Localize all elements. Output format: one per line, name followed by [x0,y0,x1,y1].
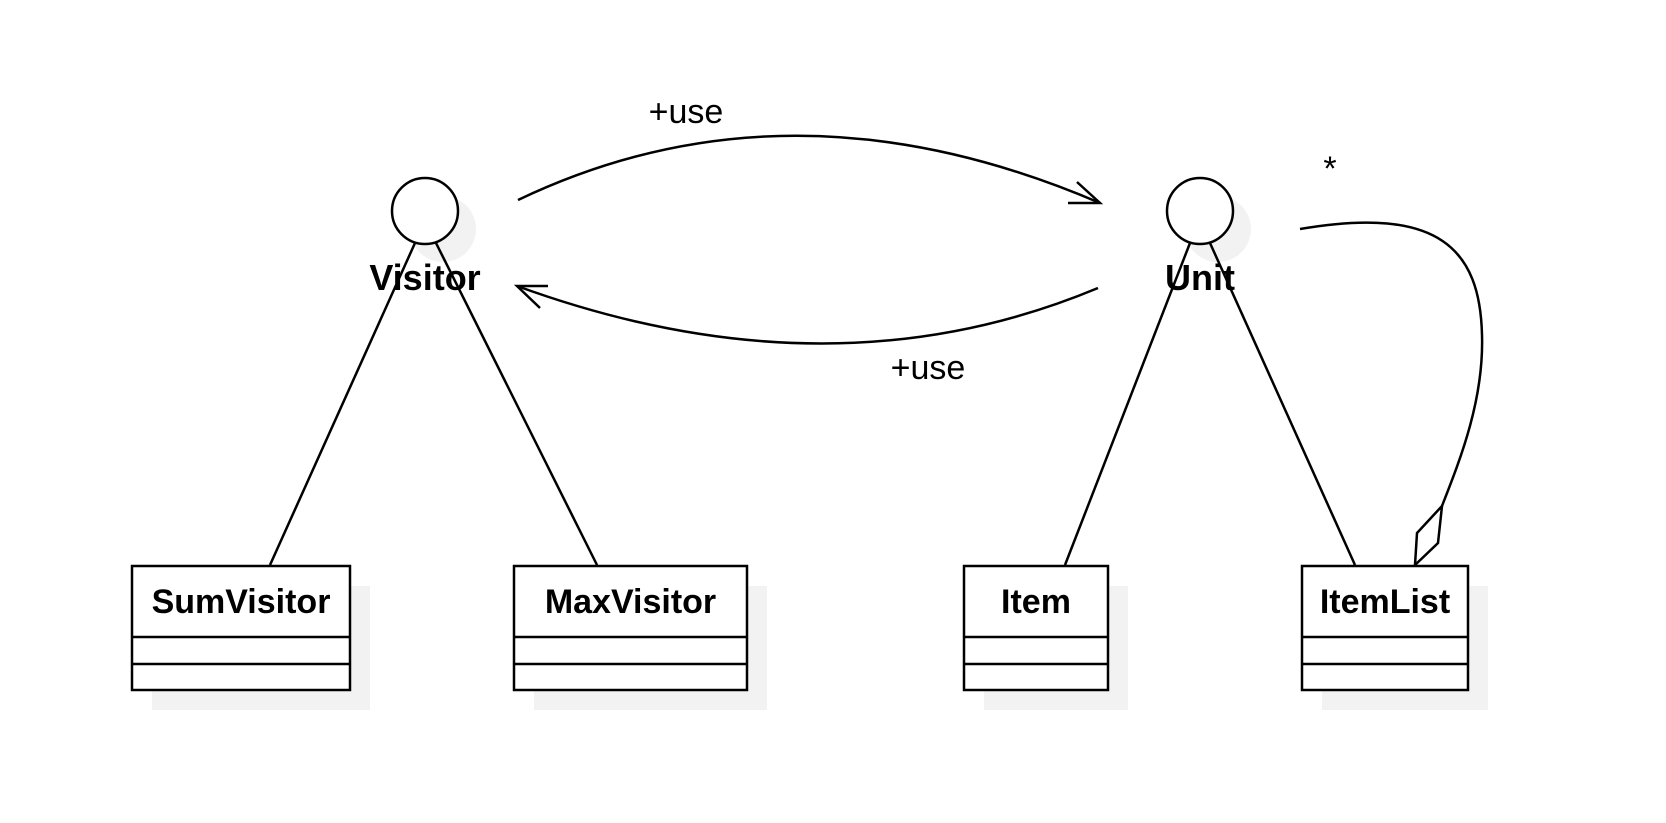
class-box [512,564,749,692]
class-sumvisitor-name: SumVisitor [152,583,331,621]
association-unit-to-visitor[interactable]: +use [513,284,1099,387]
interface-visitor-name: Visitor [369,257,480,298]
realization-line-itemlist [1208,242,1357,566]
realization-line-sumvisitor [268,242,417,566]
interface-visitor[interactable]: Visitor [369,176,481,298]
class-sumvisitor[interactable]: SumVisitor [130,564,370,710]
realization-line-maxvisitor [434,242,599,566]
class-item-name: Item [1001,583,1071,621]
class-item[interactable]: Item [962,564,1128,710]
association-visitor-to-unit[interactable]: +use [517,93,1104,205]
association-label-top: +use [649,93,724,131]
interface-unit-circle [1165,176,1235,246]
realization-line-item [1063,242,1192,566]
class-box [1300,564,1470,692]
interface-unit[interactable]: Unit [1165,176,1251,298]
open-arrowhead-icon [513,284,548,309]
class-itemlist-name: ItemList [1320,583,1450,621]
aggregation-diamond-icon [1413,502,1444,569]
association-arc-top [517,134,1101,205]
class-box [130,564,352,692]
class-maxvisitor[interactable]: MaxVisitor [512,564,767,710]
aggregation-curve [1299,221,1484,507]
open-arrowhead-icon [1068,181,1104,205]
aggregation-multiplicity: * [1323,150,1336,188]
class-box [962,564,1110,692]
association-arc-bottom [516,284,1099,345]
interface-visitor-circle [390,176,460,246]
class-maxvisitor-name: MaxVisitor [545,583,716,621]
association-label-bottom: +use [891,349,966,387]
class-itemlist[interactable]: ItemList [1300,564,1488,710]
